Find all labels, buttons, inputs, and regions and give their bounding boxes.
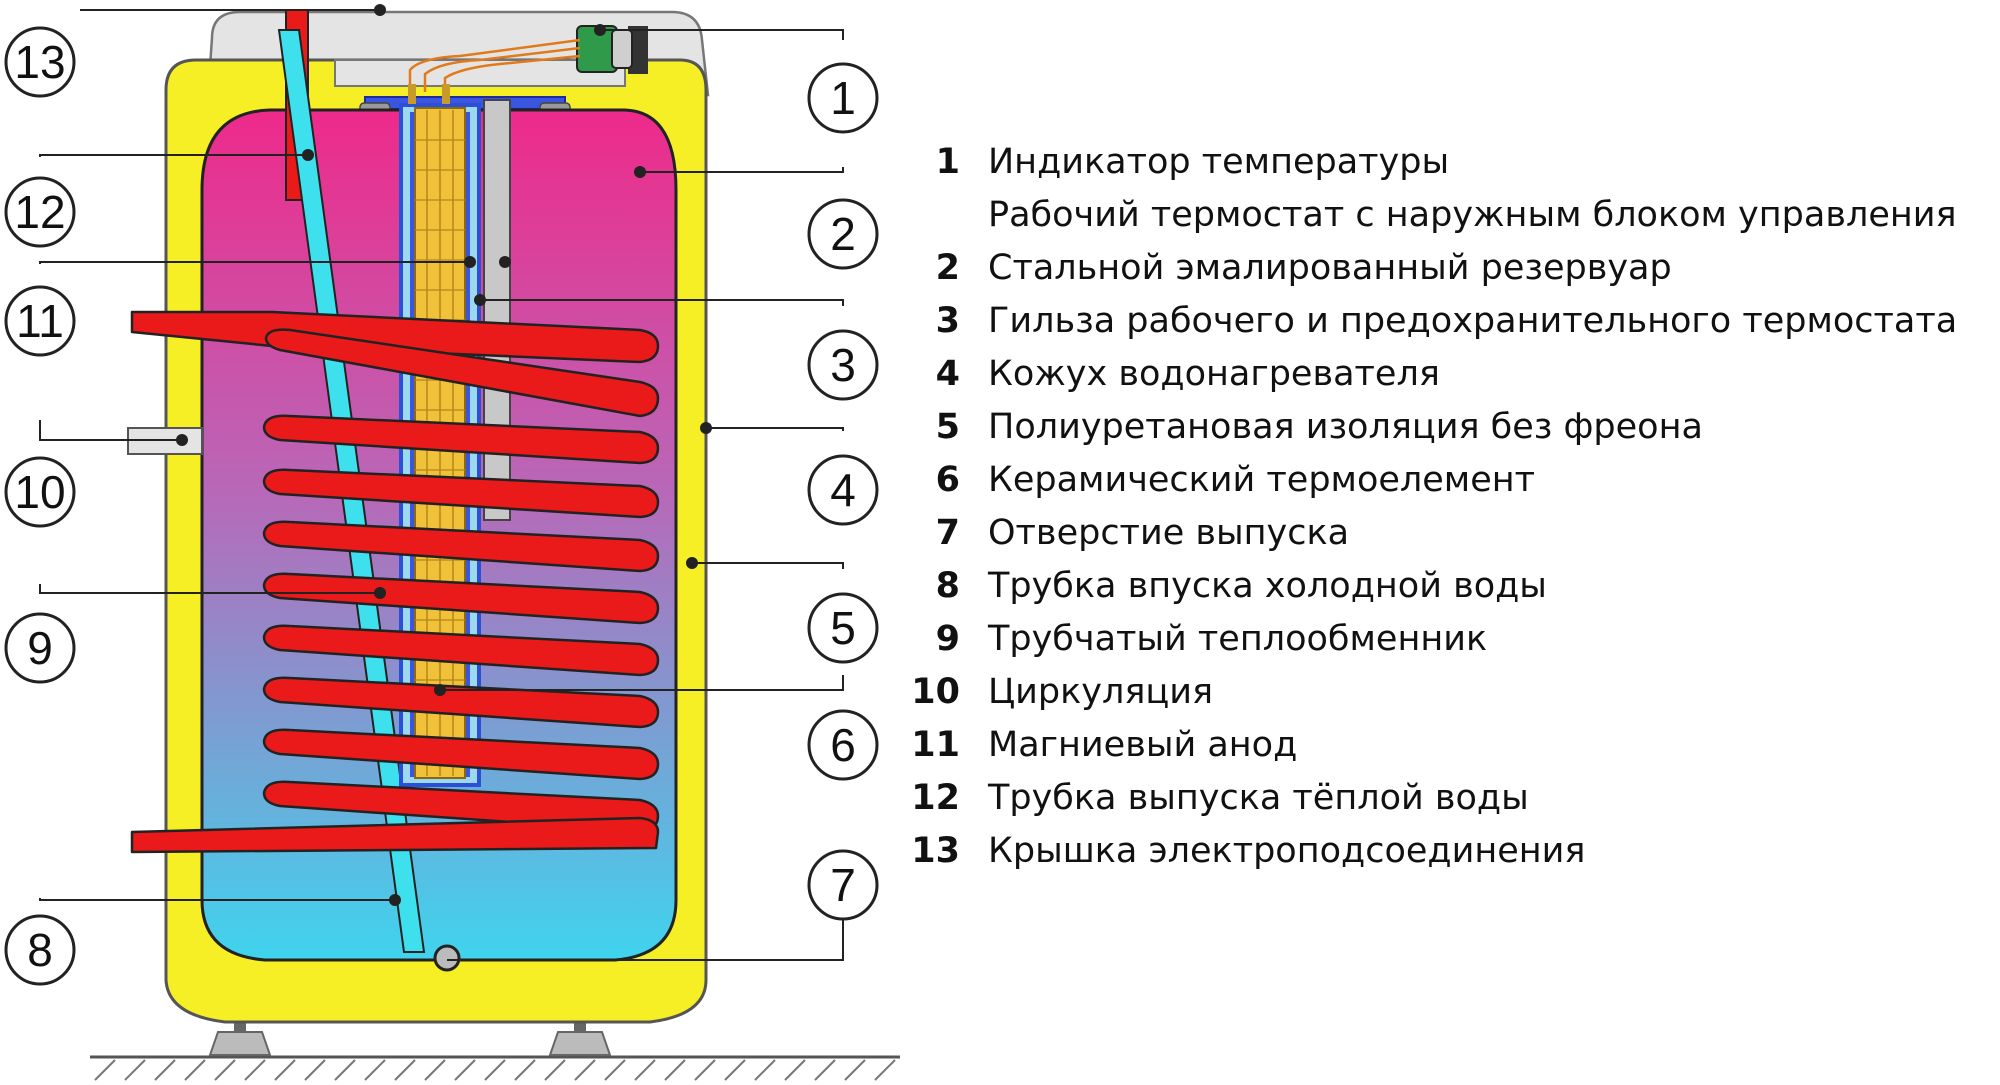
legend-text: Кожух водонагревателя xyxy=(988,354,1440,394)
thermostat-sleeve xyxy=(483,99,511,521)
callout-11 xyxy=(4,285,76,357)
legend-text: Трубка впуска холодной воды xyxy=(988,566,1547,606)
callout-label-1: 1 xyxy=(830,72,856,124)
legend-item: 2 Стальной эмалированный резервуар xyxy=(900,244,2000,297)
legend-item: 5 Полиуретановая изоляция без фреона xyxy=(900,403,2000,456)
legend-text: Керамический термоелемент xyxy=(988,460,1536,500)
legend-text: Магниевый анод xyxy=(988,725,1298,765)
legend-number: 3 xyxy=(935,301,960,341)
callout-9 xyxy=(4,612,76,684)
legend-number: 13 xyxy=(911,831,960,871)
legend-text: Полиуретановая изоляция без фреона xyxy=(988,407,1703,447)
floor xyxy=(90,1055,900,1081)
callout-label-3: 3 xyxy=(830,339,856,391)
callout-label-2: 2 xyxy=(830,208,856,260)
legend-text: Трубчатый теплообменник xyxy=(988,619,1488,659)
callout-label-9: 9 xyxy=(27,622,53,674)
legend-number: 9 xyxy=(935,619,960,659)
legend-item: 8 Трубка впуска холодной воды xyxy=(900,562,2000,615)
callout-7 xyxy=(807,849,879,921)
callout-label-11: 11 xyxy=(16,295,64,347)
callout-2 xyxy=(807,198,879,270)
legend-item: 11 Магниевый анод xyxy=(900,721,2000,774)
callout-5 xyxy=(807,592,879,664)
control-block xyxy=(334,25,648,92)
legend-number: 6 xyxy=(935,460,960,500)
legend-number: 7 xyxy=(935,513,960,553)
legend-text: Индикатор температуры xyxy=(988,142,1450,182)
callout-label-7: 7 xyxy=(830,859,856,911)
legend-number: 12 xyxy=(911,778,960,818)
callout-12 xyxy=(4,176,76,248)
callout-8 xyxy=(4,914,76,986)
legend-text: Гильза рабочего и предохранительного тер… xyxy=(988,301,1958,341)
callout-label-5: 5 xyxy=(830,602,856,654)
callout-label-12: 12 xyxy=(14,186,65,238)
legend-text: Трубка выпуска тёплой воды xyxy=(988,778,1529,818)
legend-item: 10 Циркуляция xyxy=(900,668,2000,721)
callout-1 xyxy=(807,62,879,134)
leader-dots xyxy=(176,4,712,906)
legend-text: Стальной эмалированный резервуар xyxy=(988,248,1672,288)
callout-4 xyxy=(807,454,879,526)
legend-item: 6 Керамический термоелемент xyxy=(900,456,2000,509)
callout-6 xyxy=(807,709,879,781)
legend-item: 1 Индикатор температуры xyxy=(900,138,2000,191)
legend-number: 10 xyxy=(911,672,960,712)
callout-13 xyxy=(4,26,76,98)
legend-number: 5 xyxy=(935,407,960,447)
water-heater-diagram: 13 12 11 10 9 8 1 2 3 4 5 6 7 xyxy=(4,4,900,1081)
legend-number: 2 xyxy=(935,248,960,288)
callout-10 xyxy=(4,456,76,528)
legend-text: Рабочий термостат с наружным блоком упра… xyxy=(988,195,1957,235)
legend-number: 4 xyxy=(935,354,960,394)
callout-label-6: 6 xyxy=(830,719,856,771)
callout-label-4: 4 xyxy=(830,464,856,516)
callouts xyxy=(4,26,879,986)
legend-item: 12 Трубка выпуска тёплой воды xyxy=(900,774,2000,827)
legend-item: 9 Трубчатый теплообменник xyxy=(900,615,2000,668)
callout-label-10: 10 xyxy=(14,466,65,518)
heat-exchanger-coil xyxy=(130,310,660,854)
legend-number: 8 xyxy=(935,566,960,606)
legend-text: Циркуляция xyxy=(988,672,1214,712)
callout-label-8: 8 xyxy=(27,924,53,976)
legend-text: Отверстие выпуска xyxy=(988,513,1350,553)
legend: 1 Индикатор температуры Рабочий термостат… xyxy=(900,138,2000,880)
legend-item: 7 Отверстие выпуска xyxy=(900,509,2000,562)
legend-number: 11 xyxy=(911,725,960,765)
legend-text: Крышка электроподсоединения xyxy=(988,831,1586,871)
legend-item: 4 Кожух водонагревателя xyxy=(900,350,2000,403)
legend-item: Рабочий термостат с наружным блоком упра… xyxy=(900,191,2000,244)
outlet-hole xyxy=(433,944,461,972)
callout-3 xyxy=(807,329,879,401)
legend-number: 1 xyxy=(935,142,960,182)
legend-item: 13 Крышка электроподсоединения xyxy=(900,827,2000,880)
callout-label-13: 13 xyxy=(14,36,65,88)
legend-item: 3 Гильза рабочего и предохранительного те… xyxy=(900,297,2000,350)
